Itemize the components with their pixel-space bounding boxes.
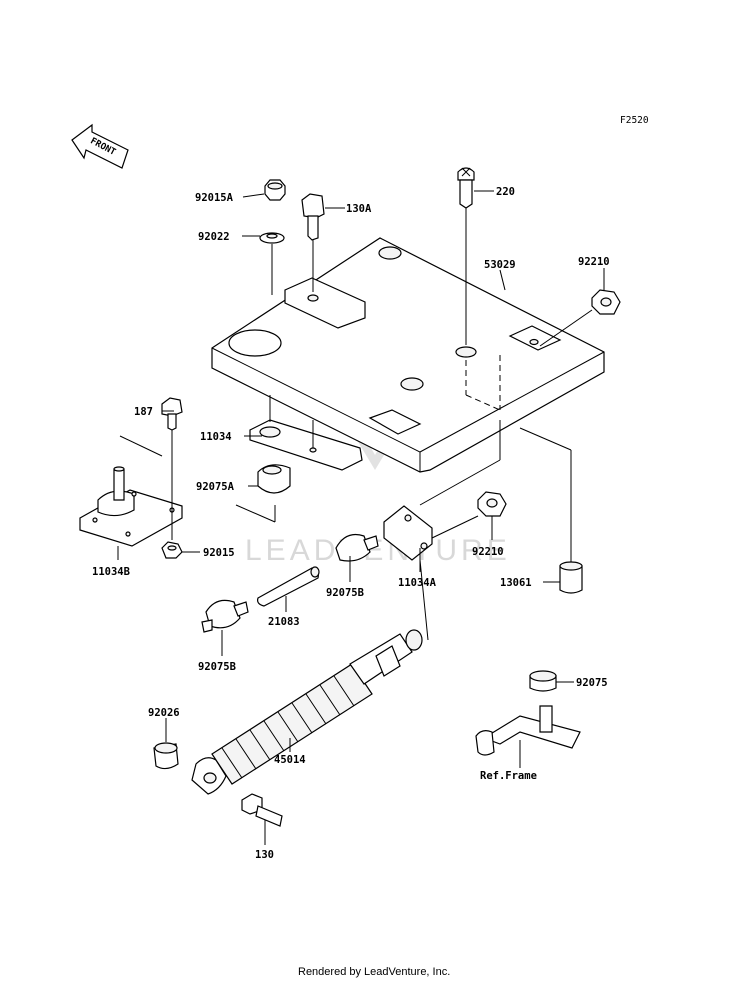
label-187: 187 [134,406,153,418]
label-92075A: 92075A [196,481,235,493]
part-labels: 92015A 130A 92022 220 53029 92210 187 11… [92,186,610,861]
ref-frame [475,705,581,756]
shock-45014 [191,629,423,795]
mount-11034B [79,466,183,547]
leader-lines [117,190,605,845]
label-92210-lower: 92210 [472,546,504,558]
label-130: 130 [255,849,274,861]
label-21083: 21083 [268,616,300,628]
front-arrow-icon: FRONT [71,123,129,169]
label-130A: 130A [346,203,372,215]
bolt-130A [301,193,325,241]
damper-92075B-lower [201,599,249,633]
label-ref-frame: Ref.Frame [480,770,537,782]
label-11034A: 11034A [398,577,437,589]
label-45014: 45014 [274,754,306,766]
label-92022: 92022 [198,231,230,243]
label-11034: 11034 [200,431,232,443]
washer-92022 [259,232,285,244]
label-92075B-lower: 92075B [198,661,236,673]
bolt-187 [161,397,183,431]
damper-92075B-upper [335,533,379,562]
bolt-130 [241,793,283,827]
nut-92015 [161,541,183,559]
collar-13061 [559,561,583,594]
nut-92210-lower [477,491,507,517]
damper-92075A [257,464,291,494]
label-13061: 13061 [500,577,532,589]
label-11034B: 11034B [92,566,130,578]
watermark-text: LEADVENTURE [245,534,511,567]
nut-92210-upper [591,289,621,315]
label-92075: 92075 [576,677,608,689]
footer-credit: Rendered by LeadVenture, Inc. [298,966,450,978]
pin-21083 [257,566,320,607]
label-92075B-upper: 92075B [326,587,364,599]
nut-92015A [264,179,286,201]
label-53029: 53029 [484,259,516,271]
label-220: 220 [496,186,515,198]
bushing-92026 [153,742,179,770]
washer-92075 [529,670,557,692]
figure-code: F2520 [620,115,649,126]
bracket-11034A [383,505,433,561]
label-92015: 92015 [203,547,235,559]
label-92026: 92026 [148,707,180,719]
label-92015A: 92015A [195,192,234,204]
label-92210-upper: 92210 [578,256,610,268]
plate-53029 [211,237,605,473]
screw-220 [457,167,475,209]
